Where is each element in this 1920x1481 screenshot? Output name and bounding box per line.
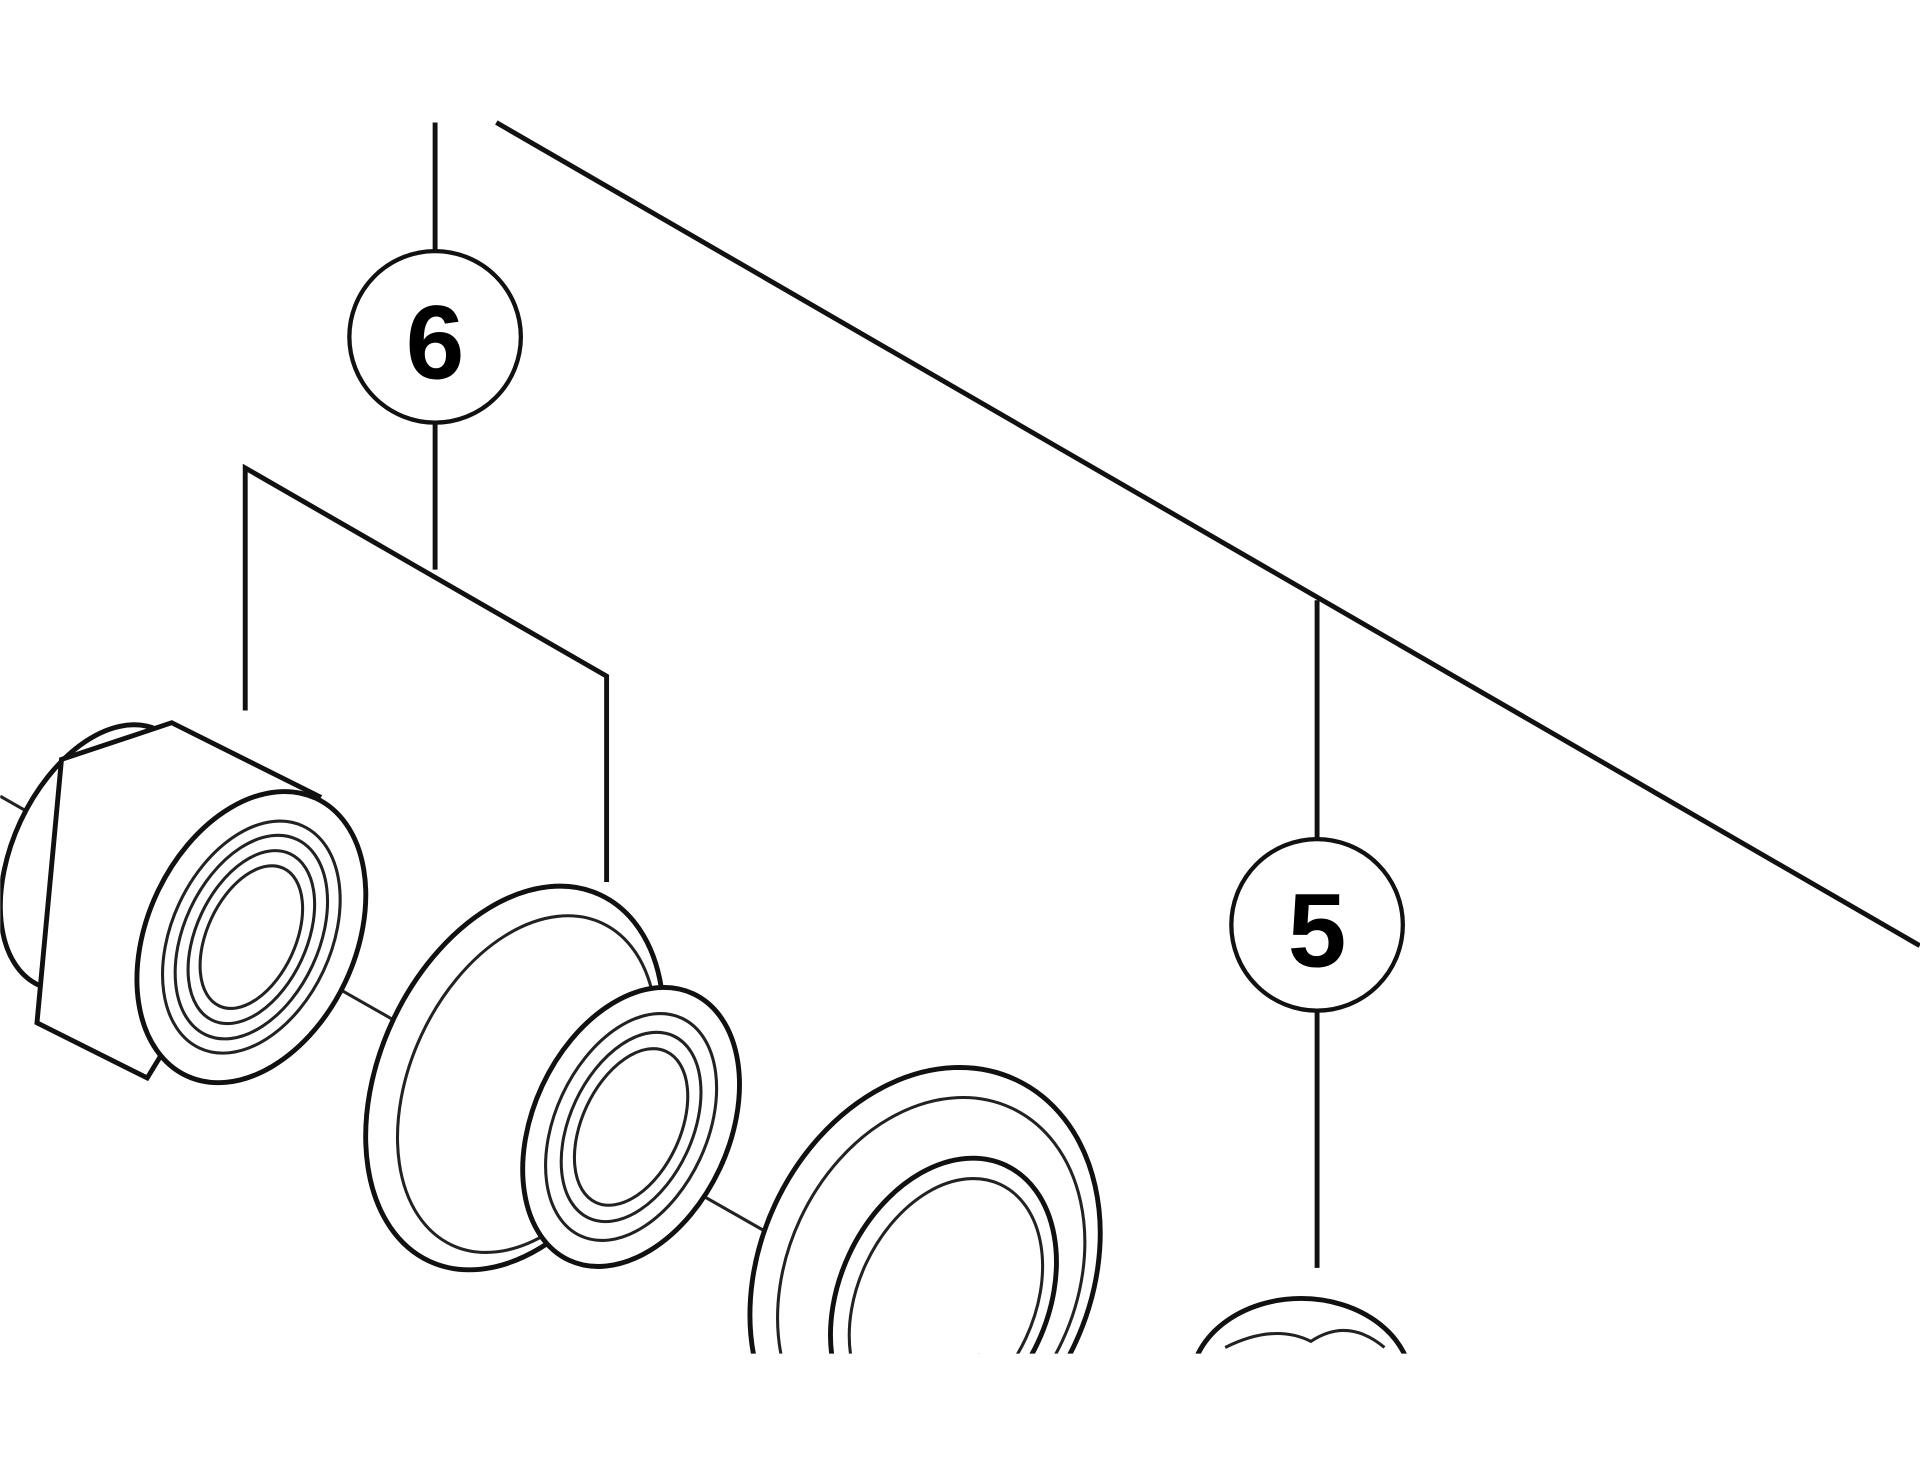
callout-6: 6 bbox=[347, 248, 523, 425]
callout-5: 5 bbox=[1229, 836, 1405, 1013]
leader-lines bbox=[242, 120, 1920, 1268]
seal-ring-part bbox=[747, 1065, 1103, 1354]
callout-circle-5 bbox=[1229, 836, 1405, 1013]
leader-diagonal bbox=[495, 120, 1920, 948]
part-5 bbox=[1195, 1296, 1407, 1354]
parts bbox=[0, 720, 1407, 1354]
bearing-cup-part bbox=[0, 720, 369, 1086]
callout-circle-6 bbox=[347, 248, 523, 425]
callout-label-5: 5 bbox=[1288, 872, 1347, 989]
bracket-6 bbox=[242, 463, 610, 882]
callout-label-6: 6 bbox=[406, 284, 465, 401]
cone-nut-part bbox=[363, 883, 742, 1273]
